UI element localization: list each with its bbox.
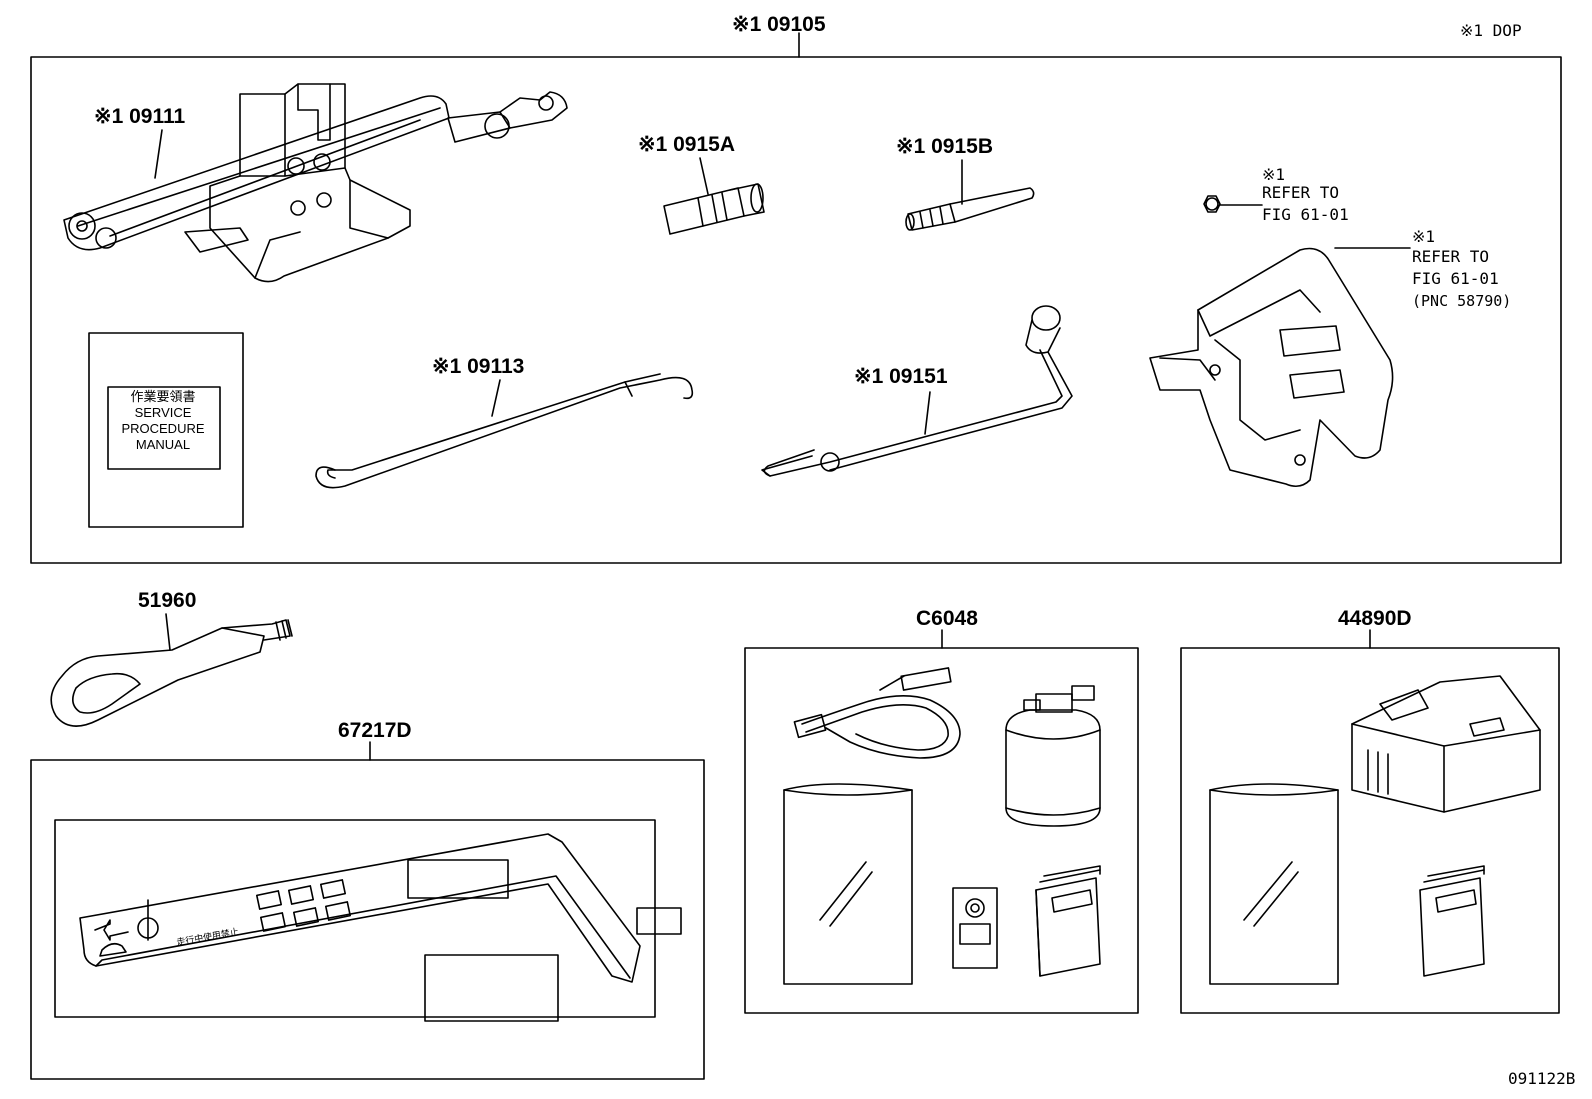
manual-line1: SERVICE: [134, 405, 192, 420]
manual-booklet: [88, 332, 244, 528]
sticker-icons: [94, 899, 159, 957]
compressor-booklet-drawing: [1419, 865, 1485, 977]
refer2-line2[interactable]: FIG 61-01: [1412, 269, 1499, 288]
sticker-buttons: [255, 879, 352, 932]
scissor-jack-drawing: [63, 83, 568, 283]
manual-label-text: 作業要領書 SERVICE PROCEDURE MANUAL: [108, 389, 218, 453]
bracket-drawing: [1149, 247, 1394, 488]
refer2-line3: (PNC 58790): [1412, 292, 1512, 310]
handle-rod-leader: [491, 379, 501, 417]
sticker-label-rect: [424, 954, 559, 1022]
jack-label[interactable]: ※1 09111: [94, 105, 186, 128]
compressor-kit-frame: [1180, 647, 1560, 1014]
speed-label-drawing: [952, 887, 998, 969]
adapter-a-leader: [699, 157, 709, 195]
repair-kit-label[interactable]: C6048: [916, 607, 978, 630]
refer2-mark: ※1: [1412, 227, 1436, 246]
sticker-outer-frame: [30, 759, 705, 1080]
manual-line2: PROCEDURE: [121, 421, 205, 436]
jack-adapter-b-drawing: [905, 187, 1035, 231]
manual-jp: 作業要領書: [130, 389, 196, 404]
manual-label-box: [107, 386, 221, 470]
refer1-mark: ※1: [1262, 165, 1286, 184]
repair-booklet-drawing: [1035, 865, 1101, 977]
lug-nut-drawing: [1203, 195, 1221, 213]
handle-rod-label[interactable]: ※1 09113: [432, 355, 525, 378]
wrench-drawing: [761, 305, 1073, 477]
compressor-kit-label[interactable]: 44890D: [1338, 607, 1412, 630]
sticker-panel-label[interactable]: 67217D: [338, 719, 412, 742]
sticker-inner-frame: [54, 819, 656, 1018]
sticker-panel-drawing: [79, 833, 641, 983]
refer1-line2[interactable]: FIG 61-01: [1262, 205, 1349, 224]
kit-09105-label[interactable]: ※1 09105: [732, 13, 826, 36]
refer2-line1: REFER TO: [1412, 247, 1490, 266]
sticker-side-rect: [636, 907, 682, 935]
repair-bag-drawing: [783, 783, 913, 985]
wrench-leader: [924, 391, 931, 435]
jack-leader: [154, 129, 163, 179]
handle-rod-drawing: [315, 373, 694, 489]
figure-id: 091122B: [1508, 1069, 1576, 1088]
dop-legend: ※1 DOP: [1460, 21, 1522, 40]
towing-eye-label[interactable]: 51960: [138, 589, 197, 612]
compressor-bag-drawing: [1209, 783, 1339, 985]
repair-kit-frame: [744, 647, 1139, 1014]
jack-adapter-a-drawing: [663, 183, 765, 235]
compressor-drawing: [1351, 675, 1541, 813]
adapter-b-label[interactable]: ※1 0915B: [896, 135, 993, 158]
sticker-display-rect: [407, 859, 509, 899]
towing-eye-drawing: [50, 619, 293, 727]
kit-09105-frame: [30, 56, 1562, 564]
adapter-a-label[interactable]: ※1 0915A: [638, 133, 735, 156]
manual-line3: MANUAL: [135, 437, 191, 452]
towing-eye-leader: [165, 613, 171, 651]
refer1-line1: REFER TO: [1262, 183, 1340, 202]
repair-hose-drawing: [793, 667, 961, 759]
sealant-bottle-drawing: [1005, 685, 1101, 827]
wrench-label[interactable]: ※1 09151: [854, 365, 948, 388]
